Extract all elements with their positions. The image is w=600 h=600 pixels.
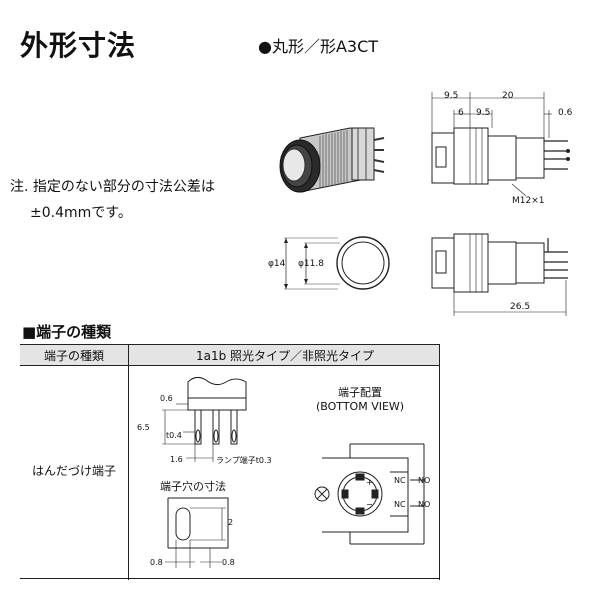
dim-lamp-terminal: ランプ端子t0.3 — [216, 456, 272, 465]
table-right-border — [439, 344, 440, 580]
label-plus: + — [366, 478, 373, 487]
table-header-bg — [20, 344, 440, 366]
arrangement-view: (BOTTOM VIEW) — [316, 400, 405, 413]
label-no-bottom: NO — [418, 500, 431, 509]
label-no-top: NO — [418, 476, 431, 485]
dim-0-6: 0.6 — [558, 108, 573, 118]
model-subtitle: ●丸形／形A3CT — [258, 37, 379, 56]
dim-thread: M12×1 — [512, 196, 545, 206]
dim-9-5-b: 9.5 — [476, 108, 491, 118]
arrangement-title: 端子配置 — [338, 386, 382, 399]
tolerance-note-line1: 注. 指定のない部分の寸法公差は — [10, 179, 215, 195]
dim-term-6-5: 6.5 — [137, 423, 150, 432]
dim-phi14: φ14 — [268, 259, 286, 269]
dim-26-5: 26.5 — [510, 302, 531, 312]
table-header-model-type: 1a1b 照光タイプ／非照光タイプ — [195, 349, 375, 363]
dim-term-t0-4: t0.4 — [166, 431, 182, 440]
dim-term-1-6: 1.6 — [170, 455, 183, 464]
label-nc-top: NC — [394, 476, 406, 485]
dim-20: 20 — [502, 91, 514, 101]
hole-dim-title: 端子穴の寸法 — [160, 480, 226, 493]
dim-6: 6 — [458, 108, 464, 118]
dim-term-0-6: 0.6 — [160, 394, 173, 403]
label-minus: − — [366, 500, 373, 509]
dim-9-5-a: 9.5 — [444, 91, 459, 101]
table-divider — [128, 344, 129, 580]
label-nc-bottom: NC — [394, 500, 406, 509]
table-bottom-border — [20, 578, 440, 579]
dim-phi11-8: φ11.8 — [298, 259, 324, 269]
page-title: 外形寸法 — [20, 29, 137, 62]
hole-dim-2: 2 — [228, 518, 234, 527]
hole-dim-0-8-a: 0.8 — [150, 558, 163, 567]
table-header-terminal-type: 端子の種類 — [43, 349, 104, 363]
tolerance-note-line2: ±0.4mmです。 — [30, 205, 132, 221]
hole-dim-0-8-b: 0.8 — [222, 558, 235, 567]
row-label-solder-terminal: はんだづけ端子 — [31, 464, 116, 478]
section-title: ■端子の種類 — [22, 323, 112, 341]
